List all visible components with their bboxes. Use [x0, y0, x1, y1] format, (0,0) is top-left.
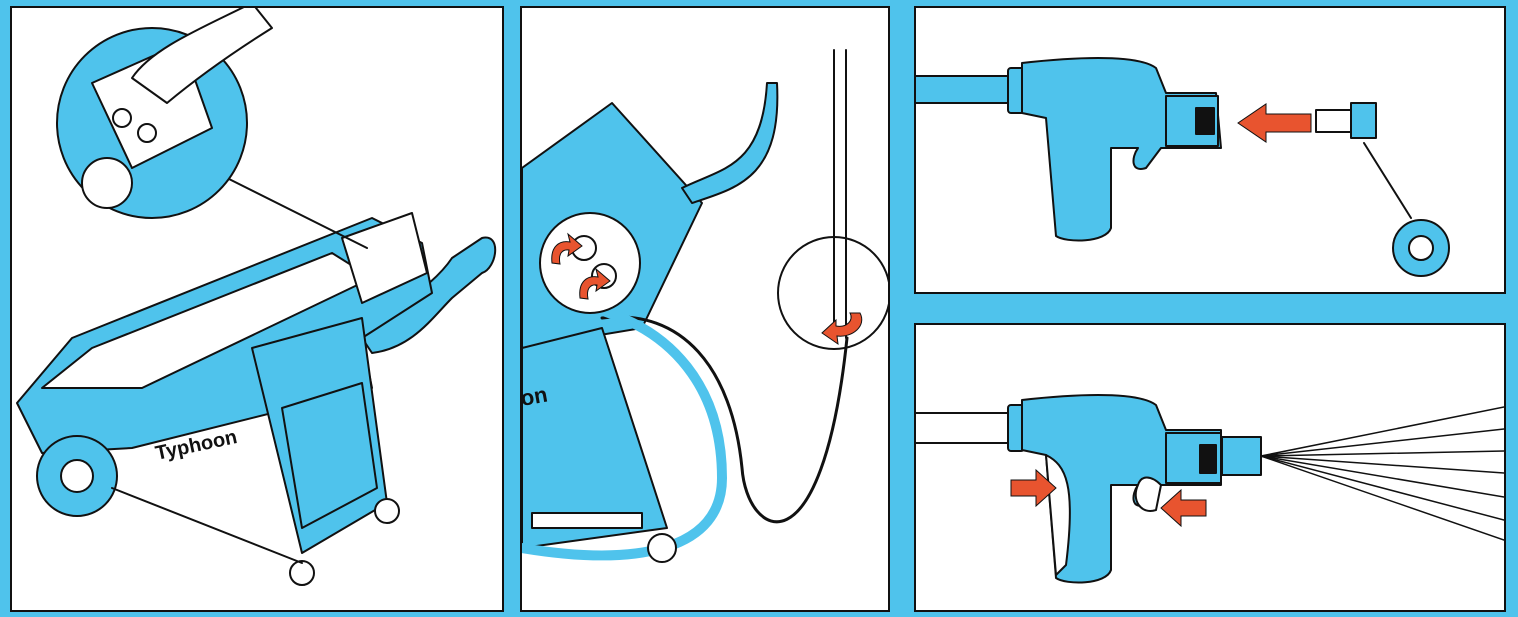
nozzle-icon [1221, 436, 1262, 476]
rotate-arrow-icon [821, 312, 863, 346]
panel-nozzle-attachment [914, 6, 1506, 294]
arrow-right-icon [1010, 468, 1057, 508]
panel-hose-and-valves: on [520, 6, 890, 612]
hose-illustration: on [522, 49, 888, 563]
gun-trigger-illustration [916, 394, 1504, 584]
arrow-left-icon [1160, 488, 1207, 528]
gun-nozzle-illustration [916, 57, 1450, 277]
panel-machine-overview: Typhoon [10, 6, 504, 612]
machine-illustration: Typhoon [16, 8, 497, 586]
spray-icon [1260, 406, 1504, 541]
rotate-arrow-icon [551, 232, 583, 265]
panel-trigger-operation [914, 323, 1506, 612]
hand-icon [131, 8, 273, 104]
partial-brand-label: on [522, 382, 549, 411]
arrow-left-icon [1237, 103, 1312, 143]
rotate-arrow-icon [579, 267, 611, 300]
